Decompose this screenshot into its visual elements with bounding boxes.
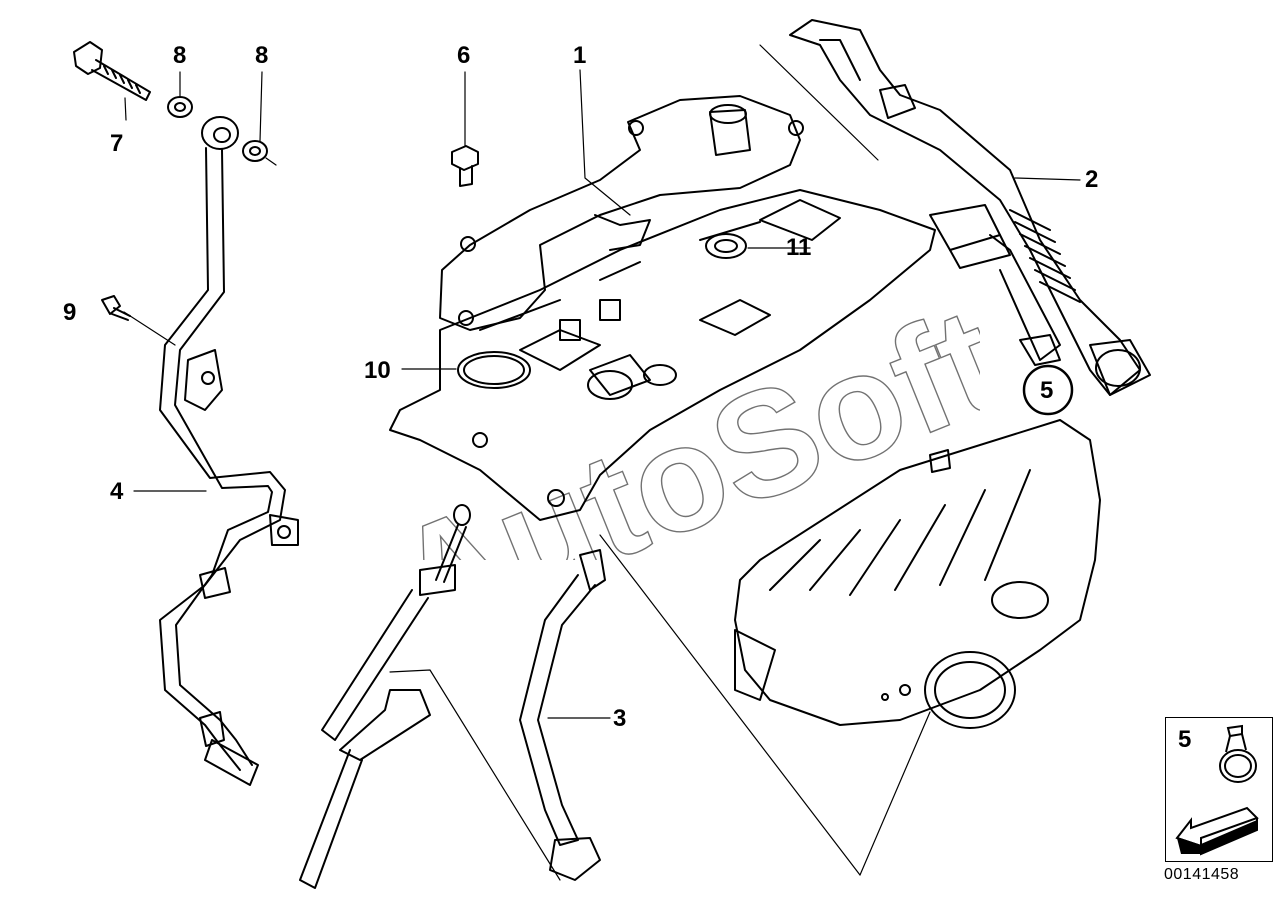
seal-11-icon — [705, 233, 747, 259]
vent-hose-2-icon — [789, 19, 1151, 396]
previous-page-button[interactable] — [1165, 795, 1273, 862]
back-arrow-icon — [1175, 806, 1259, 856]
oil-pipe-4-icon — [159, 116, 299, 786]
clamp-5-marker-icon — [1022, 364, 1074, 416]
callout-8-right[interactable]: 8 — [255, 42, 269, 69]
legend-number: 5 — [1178, 726, 1192, 753]
bolt-9-icon — [101, 295, 131, 321]
document-number: 00141458 — [1164, 866, 1240, 883]
callout-1[interactable]: 1 — [573, 42, 587, 69]
callout-3[interactable]: 3 — [613, 705, 627, 732]
gasket-10-icon — [457, 351, 531, 389]
cylinder-head-cover-1-icon — [389, 95, 936, 521]
bolt-7-icon — [73, 41, 151, 101]
callout-6[interactable]: 6 — [457, 42, 471, 69]
callout-2[interactable]: 2 — [1085, 166, 1099, 193]
callout-8-left[interactable]: 8 — [173, 42, 187, 69]
bolt-6-icon — [451, 145, 479, 187]
legend-hose-clamp[interactable]: 5 — [1165, 717, 1273, 797]
leader-lines — [123, 44, 1081, 881]
hose-3-icon — [519, 549, 606, 881]
dipstick-tube-icon — [299, 504, 471, 889]
hose-clamp-icon — [1219, 724, 1257, 783]
callout-5[interactable]: 5 — [1040, 377, 1054, 404]
callout-11[interactable]: 11 — [786, 234, 812, 261]
callout-4[interactable]: 4 — [110, 478, 124, 505]
intake-manifold-icon — [734, 419, 1101, 729]
callout-10[interactable]: 10 — [364, 357, 391, 384]
callout-9[interactable]: 9 — [63, 299, 77, 326]
callout-7[interactable]: 7 — [110, 130, 124, 157]
